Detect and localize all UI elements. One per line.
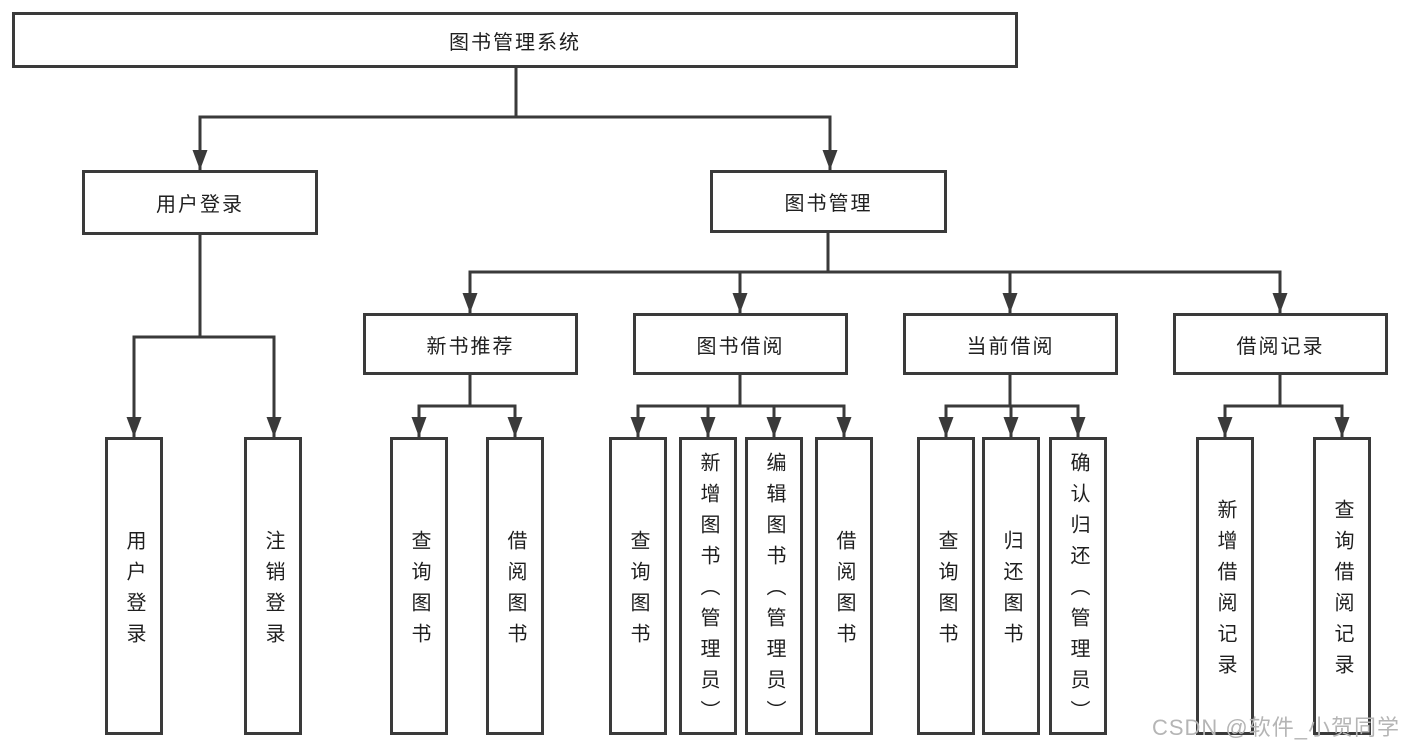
leaf-query-books-current: 查询图书 <box>917 437 975 735</box>
leaf-label: 借阅图书 <box>833 529 855 654</box>
leaf-logout: 注销登录 <box>244 437 302 735</box>
node-label: 新书推荐 <box>426 335 515 358</box>
node-user-login: 用户登录 <box>82 170 318 235</box>
leaf-add-borrow-record: 新增借阅记录 <box>1196 437 1254 735</box>
leaf-edit-books-admin: 编辑图书（管理员） <box>745 437 803 735</box>
leaf-user-login: 用户登录 <box>105 437 163 735</box>
leaf-confirm-return-admin: 确认归还（管理员） <box>1049 437 1107 735</box>
leaf-label: 归还图书 <box>1000 529 1022 654</box>
leaf-label: 新增借阅记录 <box>1214 498 1236 685</box>
leaf-add-books-admin: 新增图书（管理员） <box>679 437 737 735</box>
leaf-query-books-recommend: 查询图书 <box>390 437 448 735</box>
leaf-label: 查询图书 <box>408 529 430 654</box>
node-label: 用户登录 <box>156 194 244 216</box>
leaf-label: 编辑图书（管理员） <box>763 452 785 731</box>
leaf-query-books-borrowing: 查询图书 <box>609 437 667 735</box>
node-label: 当前借阅 <box>966 335 1055 358</box>
node-label: 图书管理系统 <box>449 31 581 54</box>
leaf-label: 确认归还（管理员） <box>1067 452 1089 731</box>
leaf-borrow-books-borrowing: 借阅图书 <box>815 437 873 735</box>
leaf-label: 查询图书 <box>627 529 649 654</box>
leaf-label: 注销登录 <box>262 529 284 654</box>
leaf-borrow-books-recommend: 借阅图书 <box>486 437 544 735</box>
node-book-borrowing: 图书借阅 <box>633 313 848 375</box>
leaf-return-books: 归还图书 <box>982 437 1040 735</box>
leaf-label: 新增图书（管理员） <box>697 452 719 731</box>
node-borrow-records: 借阅记录 <box>1173 313 1388 375</box>
node-label: 图书管理 <box>784 193 873 215</box>
leaf-label: 用户登录 <box>123 529 145 654</box>
node-new-book-recommendation: 新书推荐 <box>363 313 578 375</box>
leaf-query-borrow-record: 查询借阅记录 <box>1313 437 1371 735</box>
node-library-management-system: 图书管理系统 <box>12 12 1018 68</box>
node-current-borrowing: 当前借阅 <box>903 313 1118 375</box>
node-label: 图书借阅 <box>696 335 785 358</box>
leaf-label: 借阅图书 <box>504 529 526 654</box>
leaf-label: 查询图书 <box>935 529 957 654</box>
node-label: 借阅记录 <box>1236 335 1325 358</box>
csdn-watermark: CSDN @软件_小贺同学 <box>1151 715 1400 740</box>
leaf-label: 查询借阅记录 <box>1331 498 1353 685</box>
node-book-management: 图书管理 <box>710 170 947 233</box>
